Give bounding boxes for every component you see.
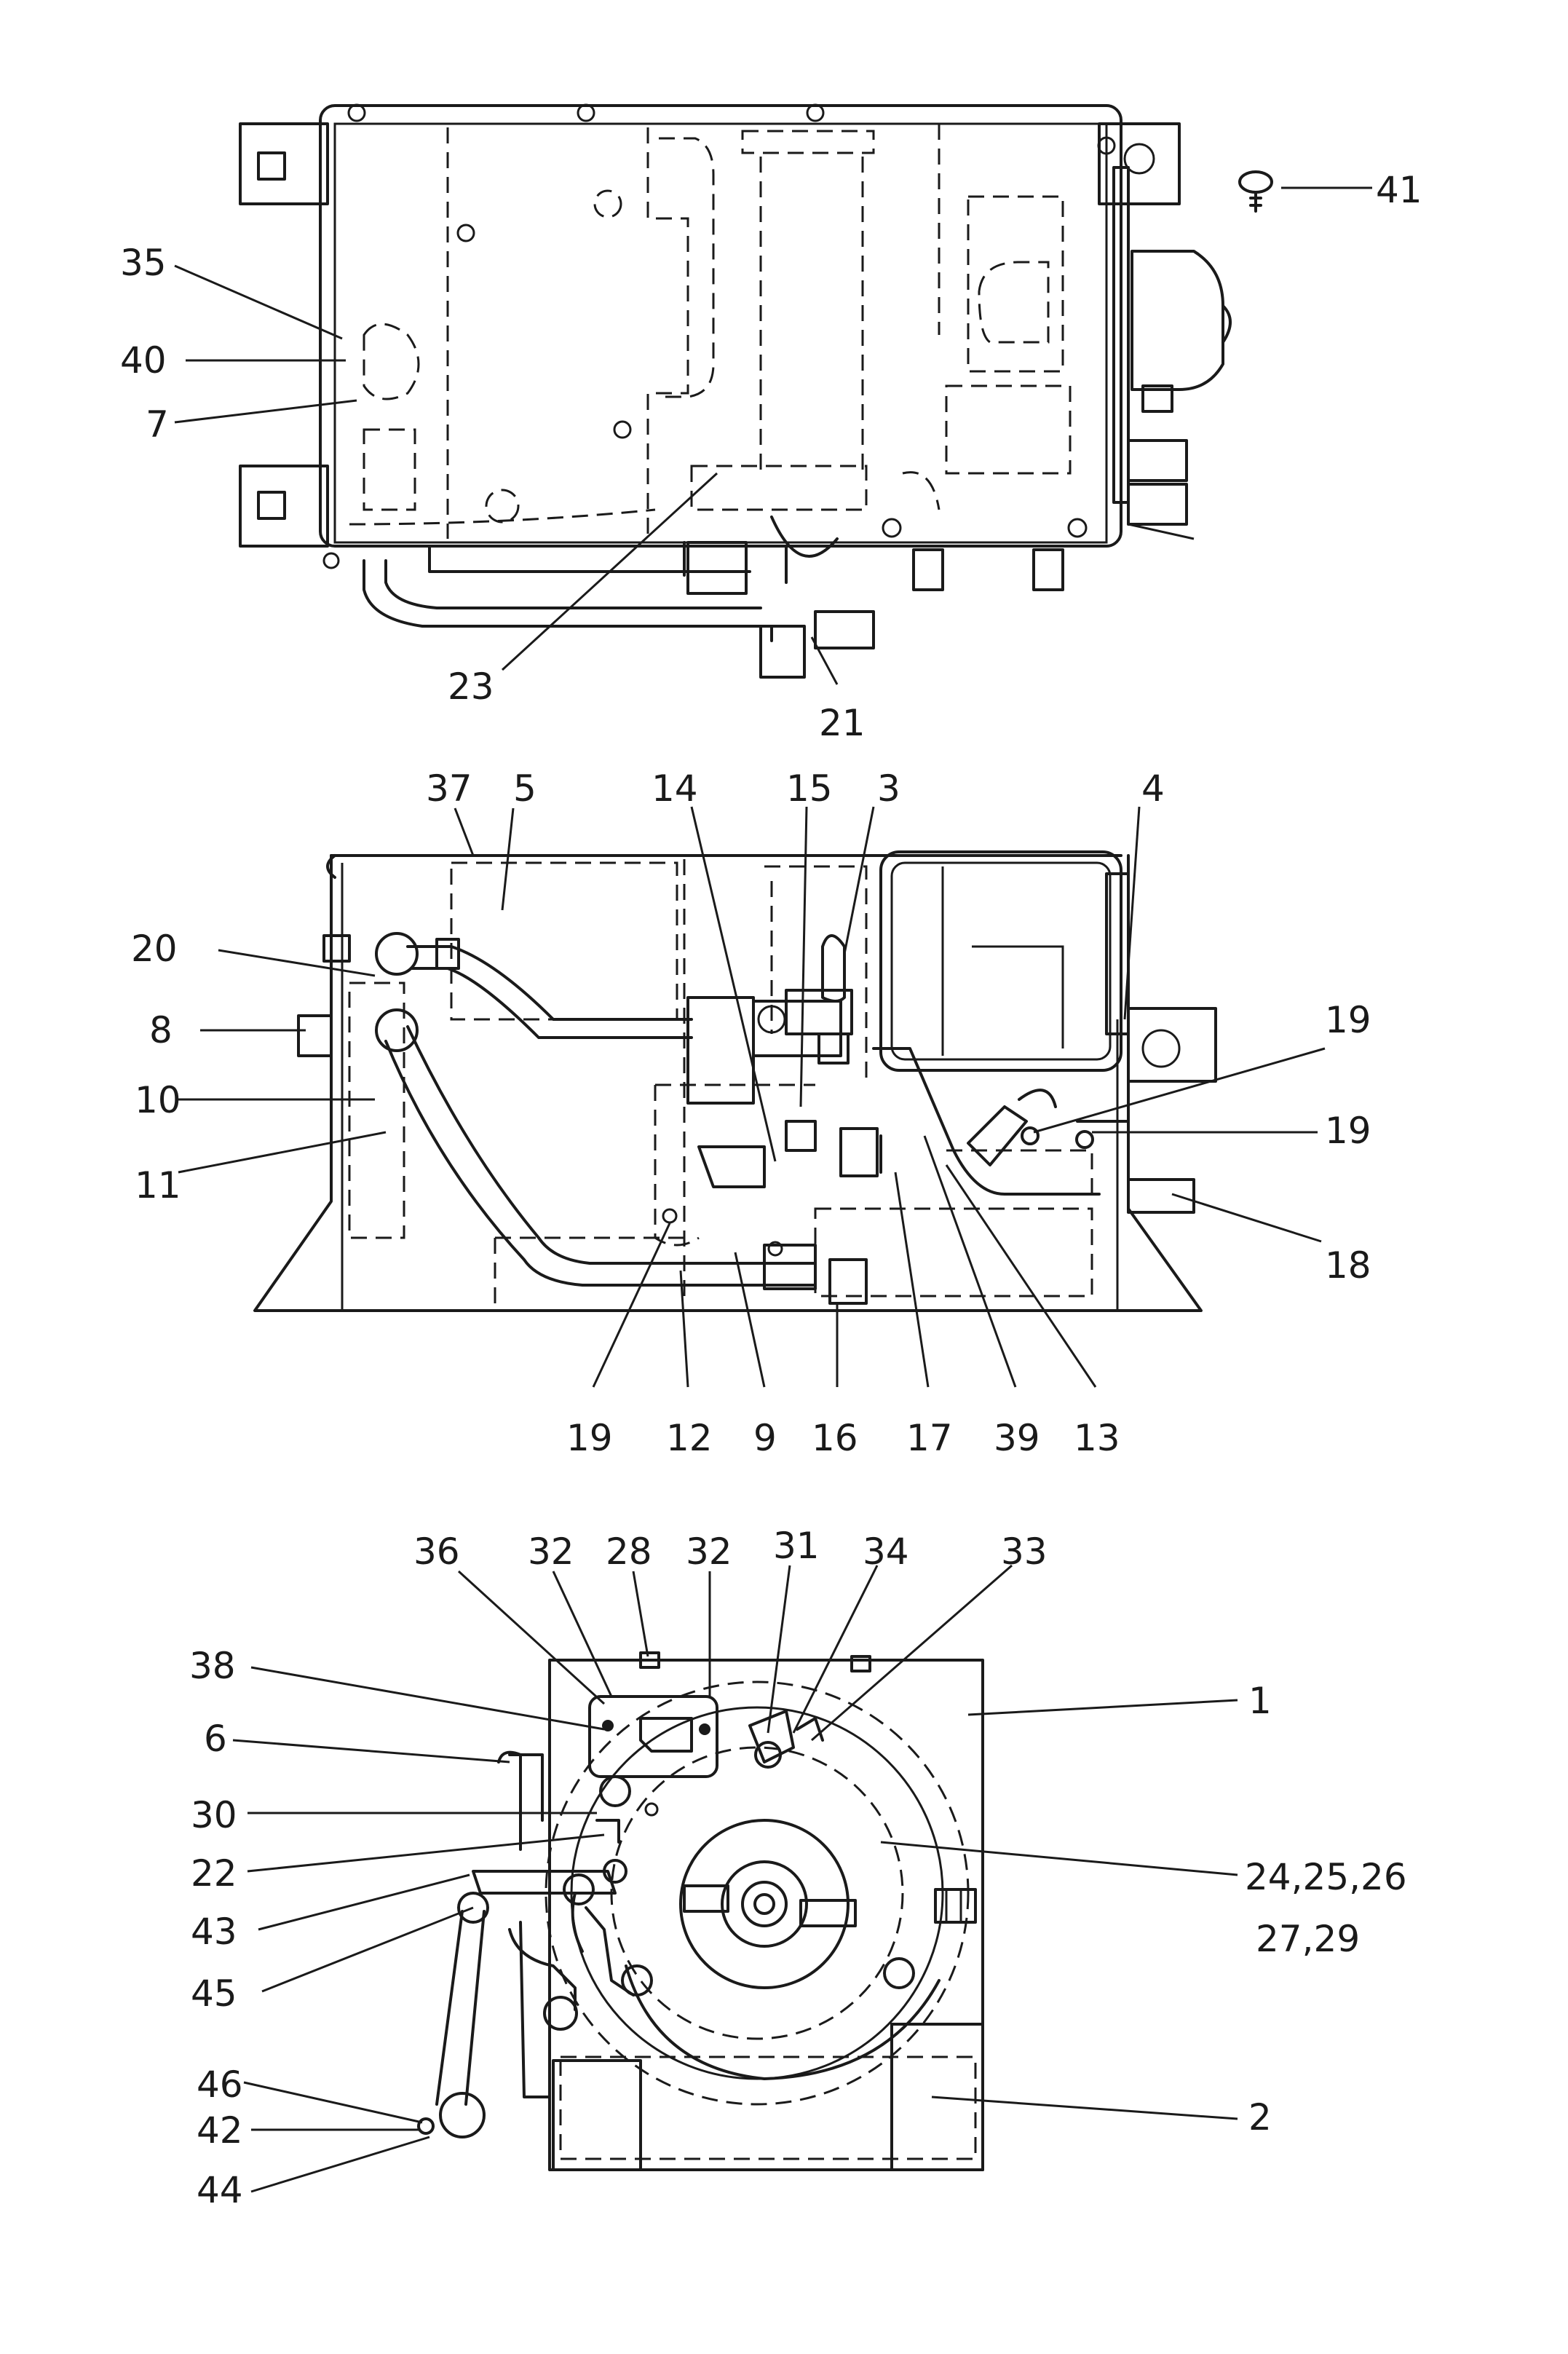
callout-12: 12: [666, 1417, 713, 1459]
callout-34: 34: [863, 1531, 909, 1573]
callout-35: 35: [120, 242, 167, 284]
callout-8: 8: [149, 1009, 173, 1051]
callout-3: 3: [877, 767, 900, 810]
callout-42: 42: [197, 2109, 243, 2152]
front-view: [417, 1651, 984, 2171]
callout-21: 21: [819, 702, 866, 744]
callout-7: 7: [146, 403, 169, 446]
callout-45: 45: [191, 1972, 237, 2015]
callout-19-lower: 19: [566, 1417, 613, 1459]
callout-27-29: 27,29: [1256, 1918, 1360, 1960]
callout-4: 4: [1141, 767, 1165, 810]
callout-37: 37: [426, 767, 472, 810]
leader-lines: [174, 186, 1372, 2193]
callout-2: 2: [1248, 2096, 1272, 2138]
callout-labels: 41 35 40 7 23 21 37 5 14 15 3 4 20 8 10 …: [120, 169, 1422, 2211]
callout-39: 39: [994, 1417, 1040, 1459]
callout-14: 14: [652, 767, 698, 810]
callout-20: 20: [131, 928, 178, 970]
callout-9: 9: [753, 1417, 777, 1459]
callout-46: 46: [197, 2063, 243, 2106]
side-view: [253, 850, 1217, 1312]
callout-28: 28: [606, 1531, 652, 1573]
callout-16: 16: [812, 1417, 858, 1459]
screw-icon: [1238, 170, 1273, 213]
callout-11: 11: [135, 1164, 181, 1206]
callout-15: 15: [786, 767, 833, 810]
callout-44: 44: [197, 2169, 243, 2211]
callout-23: 23: [448, 665, 494, 708]
callout-32-right: 32: [686, 1531, 732, 1573]
callout-10: 10: [135, 1079, 181, 1121]
callout-1: 1: [1248, 1680, 1272, 1722]
callout-19-right: 19: [1325, 1110, 1371, 1152]
callout-36: 36: [413, 1531, 460, 1573]
callout-17: 17: [906, 1417, 953, 1459]
callout-13: 13: [1074, 1417, 1120, 1459]
callout-43: 43: [191, 1911, 237, 1953]
callout-38: 38: [189, 1645, 236, 1687]
top-view: [239, 103, 1232, 679]
callout-22: 22: [191, 1852, 237, 1895]
callout-30: 30: [191, 1794, 237, 1836]
callout-19-upper: 19: [1325, 999, 1371, 1041]
callout-24-25-26: 24,25,26: [1245, 1856, 1407, 1898]
callout-31: 31: [773, 1525, 820, 1567]
callout-41: 41: [1376, 169, 1422, 211]
callout-5: 5: [513, 767, 536, 810]
callout-32-left: 32: [528, 1531, 574, 1573]
callout-40: 40: [120, 339, 167, 382]
callout-33: 33: [1001, 1531, 1048, 1573]
callout-18: 18: [1325, 1244, 1371, 1287]
callout-6: 6: [204, 1718, 227, 1760]
